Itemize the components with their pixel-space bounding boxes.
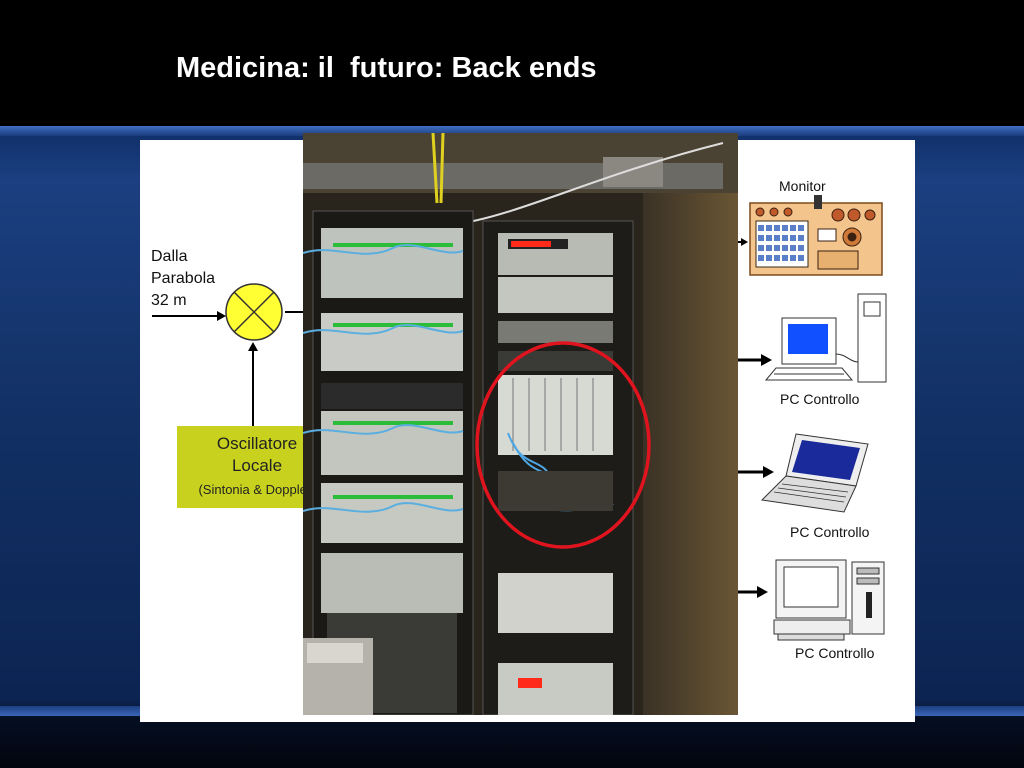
- source-label-line3: 32 m: [151, 292, 187, 309]
- monitor-console-icon: [749, 195, 883, 276]
- oscillator-label-line2: Locale: [231, 456, 283, 475]
- mixer-symbol: [225, 283, 283, 341]
- pc-controllo-label-1: PC Controllo: [780, 391, 860, 407]
- source-label-line2: Parabola: [151, 270, 216, 287]
- pc-desktop-icon-1: [764, 293, 887, 383]
- rack-photo-illustration: [303, 133, 738, 715]
- monitor-label: Monitor: [779, 178, 826, 194]
- pc-controllo-label-2: PC Controllo: [790, 524, 870, 540]
- pc-desktop-icon-2: [773, 559, 885, 641]
- source-label-line1: Dalla: [151, 248, 188, 265]
- oscillator-label-line3: (Sintonia & Doppler): [198, 482, 316, 497]
- pc-laptop-icon: [760, 433, 869, 513]
- header-divider-band: [0, 126, 1024, 136]
- oscillator-label-line1: Oscillatore: [216, 434, 298, 453]
- pc-controllo-label-3: PC Controllo: [795, 645, 875, 661]
- slide-title: Medicina: il futuro: Back ends: [176, 52, 597, 84]
- local-oscillator-box: Oscillatore Locale (Sintonia & Doppler): [177, 426, 317, 508]
- output-arrows: [736, 238, 774, 598]
- signal-arrows-left: [152, 311, 305, 426]
- rack-photo: [303, 133, 738, 715]
